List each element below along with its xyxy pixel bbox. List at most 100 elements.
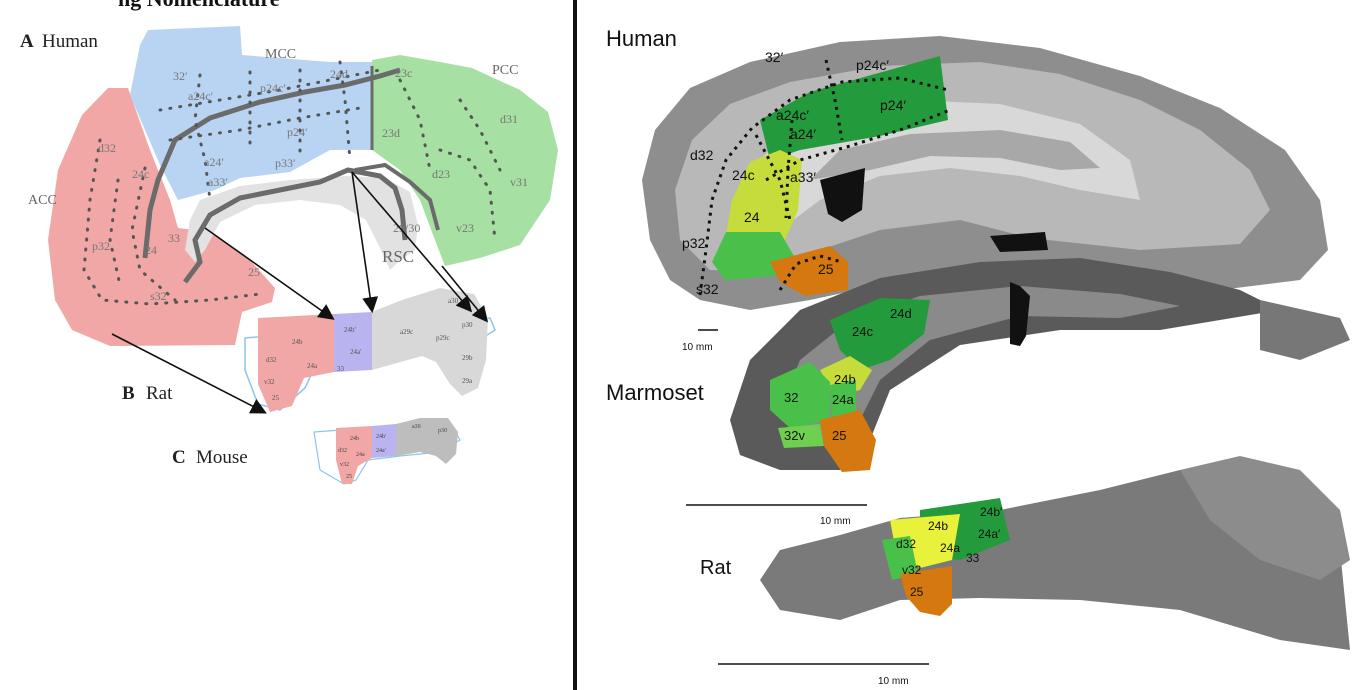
area-a33: a33′ xyxy=(208,175,228,189)
rat-area-v32-label: v32 xyxy=(902,563,922,577)
panel-heading: ng Nomenclature xyxy=(118,0,280,11)
panel-divider xyxy=(573,0,577,690)
area-v31: v31 xyxy=(510,175,528,189)
mouse-area-a30: a30 xyxy=(412,424,421,430)
rat-area-25: 25 xyxy=(272,394,280,402)
area-v23: v23 xyxy=(456,221,474,235)
area-24d: 24d xyxy=(330,67,348,81)
area-23c: 23c xyxy=(395,66,412,80)
area-a24c: a24c′ xyxy=(188,89,214,103)
panel-a-species: Human xyxy=(42,31,98,52)
rat-scale-label: 10 mm xyxy=(878,676,909,687)
mouse-area-24ap: 24a′ xyxy=(376,448,387,454)
area-d23: d23 xyxy=(432,167,450,181)
panel-c-letter: C xyxy=(172,447,186,468)
mouse-area-25: 25 xyxy=(346,474,352,480)
area-2930: 29/30 xyxy=(393,221,420,235)
area-25: 25 xyxy=(248,265,260,279)
human-area-24c: 24c xyxy=(732,167,755,183)
marmoset-area-24a-label: 24a xyxy=(832,392,854,407)
marmoset-area-25-label: 25 xyxy=(832,428,846,443)
rat-area-p29c: p29c xyxy=(436,334,450,342)
rat-area-25-label: 25 xyxy=(910,585,924,599)
brain-atlas-figure: Human 32′ p24c′ a24c′ p24′ d32 a24′ 24c … xyxy=(580,0,1352,690)
area-d32: d32 xyxy=(98,141,116,155)
human-schematic: MCC PCC ACC RSC 32′ 24d 23c p24c′ a24c′ … xyxy=(28,26,558,346)
human-area-24: 24 xyxy=(744,209,760,225)
cingulate-nomenclature-diagram: ng Nomenclature MCC xyxy=(0,0,572,690)
mouse-area-24a: 24a xyxy=(356,452,365,458)
rat-brain: Rat 24b 24b′ d32 24a 24a′ 33 v32 25 10 m… xyxy=(700,456,1350,687)
rat-area-33: 33 xyxy=(337,365,345,373)
mouse-area-v32: v32 xyxy=(340,462,349,468)
human-area-32p: 32′ xyxy=(765,49,784,65)
rat-area-d32: d32 xyxy=(266,356,277,364)
panel-a-letter: A xyxy=(20,31,34,52)
area-p32: p32 xyxy=(92,239,110,253)
left-diagram-panel: ng Nomenclature MCC xyxy=(0,0,572,690)
human-area-a33: a33′ xyxy=(790,169,816,185)
panel-b-species: Rat xyxy=(146,383,173,404)
area-p33: p33′ xyxy=(275,156,296,170)
human-area-p24: p24′ xyxy=(880,97,906,113)
mouse-area-24b: 24b xyxy=(350,436,359,442)
acc-label: ACC xyxy=(28,193,57,208)
rat-mcc-region xyxy=(334,312,372,372)
marmoset-area-32v-label: 32v xyxy=(784,428,805,443)
mouse-rsc-region xyxy=(396,418,458,464)
area-24: 24 xyxy=(145,243,157,257)
marmoset-area-32-label: 32 xyxy=(784,390,798,405)
marmoset-area-24b-label: 24b xyxy=(834,372,856,387)
marmoset-cerebellum xyxy=(1260,300,1350,360)
right-brain-panel: Human 32′ p24c′ a24c′ p24′ d32 a24′ 24c … xyxy=(580,0,1352,690)
rat-area-v32: v32 xyxy=(264,378,275,386)
human-area-a24: a24′ xyxy=(790,126,816,142)
area-32p: 32′ xyxy=(173,69,188,83)
area-a24: a24′ xyxy=(204,155,224,169)
rat-area-24bp: 24b′ xyxy=(344,326,357,334)
area-d31: d31 xyxy=(500,112,518,126)
rat-area-a29c: a29c xyxy=(400,328,413,336)
marmoset-scale-label: 10 mm xyxy=(820,516,851,527)
rat-area-24b: 24b xyxy=(292,338,303,346)
human-area-p24c: p24c′ xyxy=(856,57,889,73)
area-23d: 23d xyxy=(382,126,400,140)
rat-area-33-label: 33 xyxy=(966,551,980,565)
human-area-d32: d32 xyxy=(690,147,714,163)
human-area-a24c: a24c′ xyxy=(776,107,809,123)
mouse-acc-region xyxy=(336,426,372,484)
human-label: Human xyxy=(606,26,677,51)
marmoset-label: Marmoset xyxy=(606,380,704,405)
arrow-s32-to-rat xyxy=(112,334,264,412)
mouse-area-p30: p30 xyxy=(438,428,447,434)
mouse-area-d32: d32 xyxy=(338,448,347,454)
mouse-schematic: 24b 24b′ a30 p30 d32 24a 24a′ v32 25 xyxy=(314,418,460,484)
rat-area-24ap-label: 24a′ xyxy=(978,527,1001,541)
marmoset-area-24d: 24d xyxy=(890,306,912,321)
area-p24: p24′ xyxy=(287,125,308,139)
marmoset-area-24c-label: 24c xyxy=(852,324,873,339)
rsc-label: RSC xyxy=(382,247,414,266)
rat-schematic: 24b 24b′ a29c a30 p30 d32 24a 24a′ p29c … xyxy=(245,288,495,412)
rat-area-24a-label: 24a xyxy=(940,541,960,555)
pcc-label: PCC xyxy=(492,63,518,78)
mcc-label: MCC xyxy=(265,47,296,62)
rat-area-p30: p30 xyxy=(462,321,473,329)
area-24c: 24c xyxy=(132,167,149,181)
rat-area-24ap: 24a′ xyxy=(350,348,362,356)
rat-area-29b: 29b xyxy=(462,354,473,362)
human-area-p32: p32 xyxy=(682,235,706,251)
area-33: 33 xyxy=(168,231,180,245)
rat-area-29a: 29a xyxy=(462,377,473,385)
human-area-25: 25 xyxy=(818,261,834,277)
human-scale-label: 10 mm xyxy=(682,342,713,353)
human-area-s32: s32 xyxy=(696,281,719,297)
rat-label: Rat xyxy=(700,557,732,579)
rat-area-24a: 24a xyxy=(307,362,318,370)
panel-c-species: Mouse xyxy=(196,447,248,468)
area-p24c: p24c′ xyxy=(260,81,286,95)
rat-area-a30: a30 xyxy=(448,297,459,305)
rat-area-24bp-label: 24b′ xyxy=(980,505,1003,519)
rat-area-d32-label: d32 xyxy=(896,537,916,551)
rat-area-24b-label: 24b xyxy=(928,519,948,533)
